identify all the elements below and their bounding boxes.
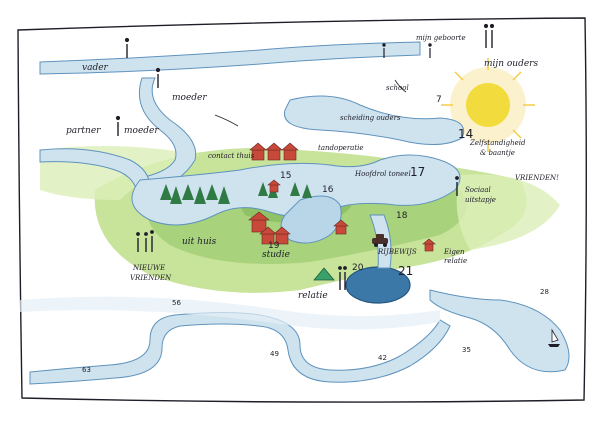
label-contact-thuis: contact thuis [208, 152, 255, 160]
label-uit-huis: uit huis [182, 237, 217, 247]
age-15: 15 [280, 171, 291, 181]
label-partner: partner [66, 126, 101, 136]
age-28: 28 [540, 288, 549, 296]
figure-icon [115, 23, 495, 290]
age-56: 56 [172, 299, 181, 307]
label-vader: vader [82, 63, 109, 73]
age-21: 21 [398, 264, 413, 278]
sailboat-icon [548, 328, 560, 347]
label-rijbewijs: RIJBEWIJS [377, 248, 417, 256]
age-49: 49 [270, 350, 279, 358]
mother-arrow [214, 114, 239, 127]
label-sociaal: Sociaal [465, 186, 491, 194]
label-partner-moeder: moeder [124, 126, 159, 136]
age-35: 35 [462, 346, 471, 354]
label-moeder: moeder [172, 93, 207, 103]
age-18: 18 [396, 211, 408, 221]
river-life-meander [283, 95, 465, 146]
river-lower-meander [29, 312, 451, 385]
label-eigen: Eigen [443, 248, 465, 256]
label-vrienden-top: VRIENDEN! [515, 174, 559, 182]
tree-icon [160, 182, 312, 204]
label-nieuwe: NIEUWE [132, 264, 165, 272]
age-42: 42 [378, 354, 387, 362]
top-figures [382, 43, 432, 58]
house-icon [248, 142, 436, 252]
age-20: 20 [352, 263, 364, 273]
age-63: 63 [82, 366, 91, 374]
label-hoofdrol-toneel: Hoofdrol toneel [354, 170, 411, 178]
label-relatie: relatie [298, 291, 328, 301]
car-icon [372, 234, 388, 247]
label-baantje: & baantje [480, 149, 515, 157]
age-7: 7 [436, 95, 442, 105]
label-mijn-ouders: mijn ouders [484, 59, 538, 69]
river-estuary [429, 289, 570, 373]
label-zelfstandigheid: Zelfstandigheid [469, 139, 526, 147]
age-14: 14 [458, 127, 473, 141]
tent-icon [313, 267, 335, 281]
school-arrow [394, 79, 407, 93]
label-eigen-relatie: relatie [444, 257, 467, 265]
label-scheiding-ouders: scheiding ouders [340, 114, 401, 122]
label-tandoperatie: tandoperatie [318, 144, 364, 152]
river-top [39, 41, 421, 75]
label-uitstapje: uitstapje [465, 196, 496, 204]
sun-icon [441, 58, 535, 152]
age-16: 16 [322, 185, 334, 195]
label-vrienden: VRIENDEN [130, 274, 172, 282]
age-17: 17 [410, 165, 425, 179]
label-studie: studie [262, 250, 290, 260]
age-19: 19 [268, 241, 280, 251]
label-mijn-geboorte: mijn geboorte [416, 34, 466, 42]
label-school: school [386, 84, 409, 92]
river-background-channel [20, 296, 440, 330]
